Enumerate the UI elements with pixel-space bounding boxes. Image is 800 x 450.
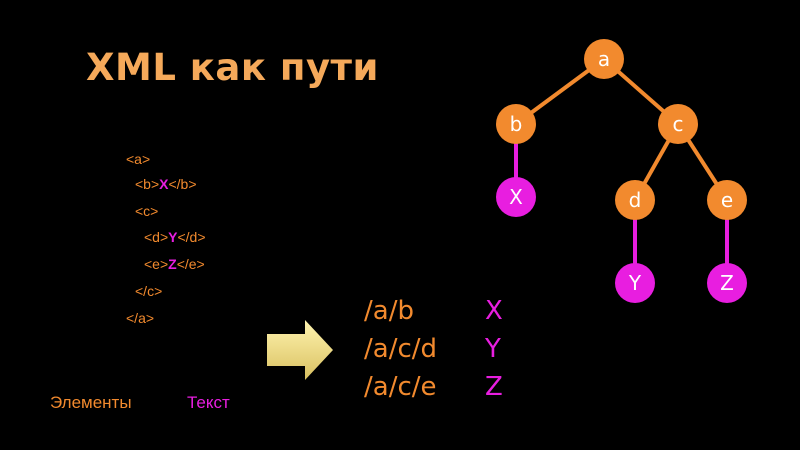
tree-node-circle [707, 180, 747, 220]
legend-text: Текст [187, 393, 230, 412]
value-list: X Y Z [485, 292, 503, 406]
code-line: <a> [126, 151, 151, 167]
tree-node-Z: Z [707, 263, 747, 303]
code-line: <e>Z</e> [144, 256, 205, 272]
tree-node-label: d [629, 188, 642, 212]
tree-node-circle [584, 39, 624, 79]
tree-node-label: Y [628, 271, 642, 295]
tree-node-circle [658, 104, 698, 144]
code-line: </c> [135, 283, 163, 299]
tree-node-label: e [721, 188, 733, 212]
tree-node-b: b [496, 104, 536, 144]
tree-node-label: c [673, 112, 684, 136]
tree-node-a: a [584, 39, 624, 79]
tree-node-X: X [496, 177, 536, 217]
right-arrow-icon [267, 320, 333, 380]
tree-node-c: c [658, 104, 698, 144]
slide-title: XML как пути [86, 46, 379, 89]
legend-elements: Элементы [50, 393, 132, 412]
tree-node-circle [615, 263, 655, 303]
tree-node-circle [707, 263, 747, 303]
tree-node-label: a [598, 47, 610, 71]
tree-node-label: b [510, 112, 523, 136]
path-item: /a/b [364, 296, 414, 326]
tree-node-label: Z [720, 271, 734, 295]
path-item: /a/c/d [364, 334, 438, 364]
tree-node-circle [496, 177, 536, 217]
tree-node-label: X [509, 185, 523, 209]
code-line: <c> [135, 203, 159, 219]
code-line: <b>X</b> [135, 176, 197, 192]
tree-node-circle [496, 104, 536, 144]
path-list: /a/b /a/c/d /a/c/e [364, 292, 437, 406]
path-value: Y [485, 334, 501, 364]
code-line: <d>Y</d> [144, 229, 206, 245]
tree-node-d: d [615, 180, 655, 220]
tree-node-e: e [707, 180, 747, 220]
tree-node-Y: Y [615, 263, 655, 303]
tree-node-circle [615, 180, 655, 220]
path-item: /a/c/e [364, 372, 437, 402]
path-value: X [485, 296, 503, 326]
path-value: Z [485, 372, 503, 402]
code-line: </a> [126, 310, 155, 326]
